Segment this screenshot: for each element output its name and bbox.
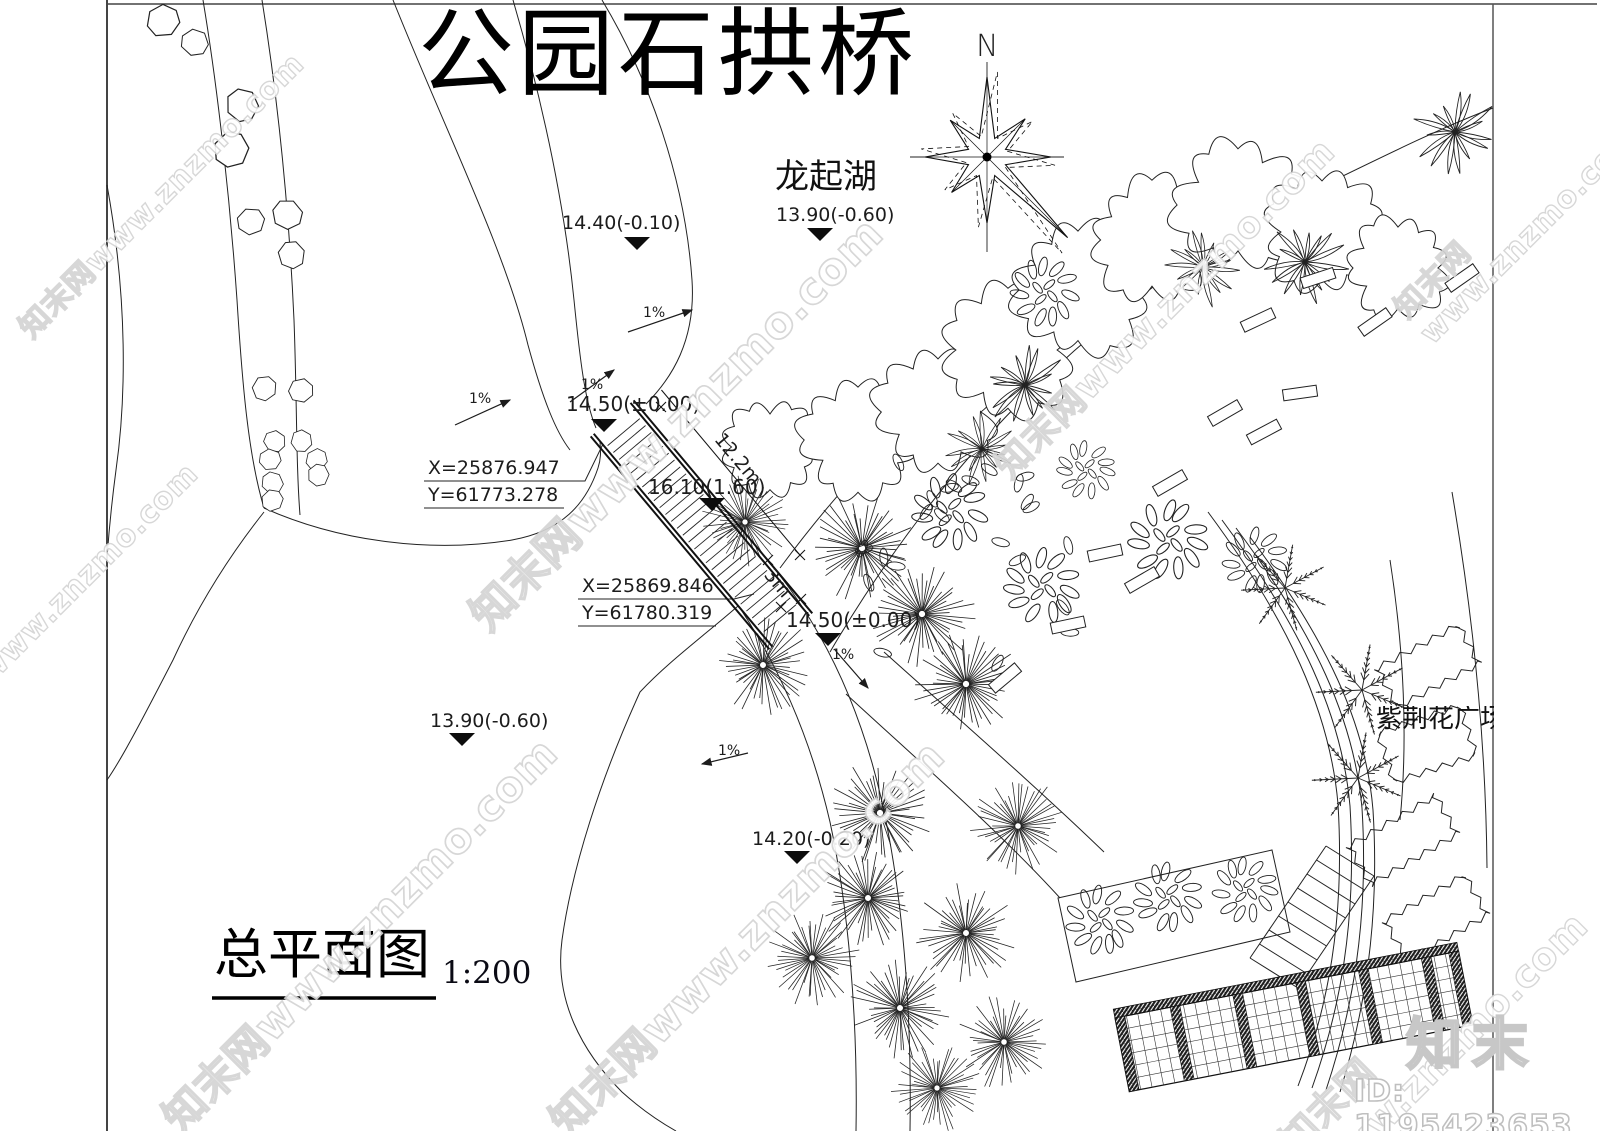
coord-leader	[716, 593, 755, 600]
coordinate-x-1: X=25876.947	[428, 457, 560, 479]
elevation-label-5: 14.50(±0.00)	[786, 608, 921, 632]
plan-scale: 1:200	[442, 955, 532, 991]
walkway-edge	[845, 693, 1061, 899]
coord-underline	[578, 598, 716, 627]
pergola	[1112, 941, 1474, 1093]
coord-underline	[424, 480, 564, 509]
slope-label: 1%	[718, 743, 741, 759]
walkway-edge	[883, 651, 1105, 853]
slope-label: 1%	[643, 305, 666, 321]
lake-shore	[106, 511, 265, 781]
slope-arrows	[454, 309, 869, 766]
cascade-bank	[261, 0, 301, 516]
page-title: 公园石拱桥	[418, 0, 918, 110]
elevation-label-6: 13.90(-0.60)	[430, 710, 549, 732]
elevation-label-7: 14.20(-0.20)	[752, 828, 871, 850]
plaza-arc	[1235, 527, 1365, 1091]
elevation-label-1: 14.40(-0.10)	[562, 212, 681, 234]
lake-label: 龙起湖	[775, 157, 877, 197]
coordinate-y-2: Y=61780.319	[582, 602, 713, 624]
watermark-logo: 知末	[1405, 1012, 1538, 1079]
lower-shore	[560, 605, 739, 1131]
stream-bank	[392, 0, 571, 451]
vegetation-and-structures	[146, 3, 1493, 1131]
elevation-label-2: 13.90(-0.60)	[776, 204, 895, 226]
planting-bed	[1057, 849, 1291, 983]
elevation-label-4: 16.10(1.60)	[648, 475, 766, 499]
plaza-arc	[1221, 519, 1353, 1089]
lake-shore	[106, 184, 124, 559]
stone-arch-bridge	[589, 389, 814, 650]
north-label: N	[976, 29, 999, 64]
plaza-arc	[1451, 491, 1488, 869]
plan-title: 总平面图	[214, 923, 430, 986]
plaza-label: 紫荆花广场	[1376, 706, 1494, 732]
slope-label: 1%	[832, 647, 855, 663]
watermark-id: ID: 1195423653	[1353, 1073, 1573, 1131]
elevation-triangles	[449, 228, 841, 864]
lake-shore	[263, 440, 601, 546]
slope-label: 1%	[469, 391, 492, 407]
plaza-arc	[1249, 536, 1376, 1093]
coord-leader	[564, 443, 604, 482]
coordinate-x-2: X=25869.846	[582, 575, 714, 597]
stream-bank	[601, 0, 693, 405]
path-edge	[739, 607, 857, 1131]
slope-label: 1%	[581, 377, 604, 393]
elevation-label-3: 14.50(±0.00)	[566, 392, 701, 416]
coordinate-y-1: Y=61773.278	[428, 484, 559, 506]
plaza-arc	[1389, 559, 1405, 821]
cascade-bank	[202, 0, 265, 509]
